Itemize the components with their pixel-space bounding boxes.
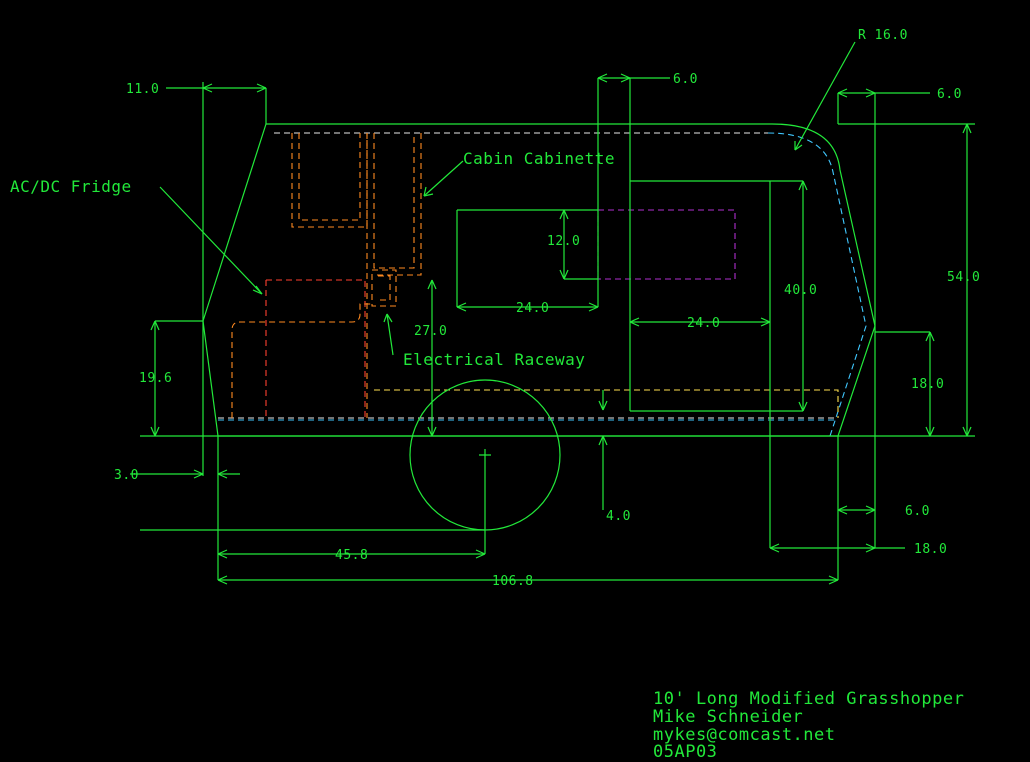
cabinet-upper-inner [298,133,361,221]
fridge-counter [231,303,372,418]
label-raceway: Electrical Raceway [403,350,585,369]
dim-27: 27.0 [414,324,447,339]
raceway-box [371,269,397,307]
dim-4: 4.0 [606,509,631,524]
dim-18-right: 18.0 [911,377,944,392]
inner-wall-white [218,132,838,419]
fridge-outline [265,279,366,418]
dimension-lines [130,77,975,581]
dim-54: 54.0 [947,270,980,285]
dim-24-left: 24.0 [516,301,549,316]
dim-12: 12.0 [547,234,580,249]
mattress-outline [597,209,736,280]
dim-106-8: 106.8 [492,574,534,589]
dim-19-6: 19.6 [139,371,172,386]
label-fridge: AC/DC Fridge [10,177,132,196]
dim-6-top-mid: 6.0 [673,72,698,87]
trailer-outline [202,123,876,437]
dimension-arrowheads [150,73,972,585]
wheel-center-mark [479,449,491,530]
dim-6-top-right: 6.0 [937,87,962,102]
electrical-raceway [374,389,839,418]
title-line-2: Mike Schneider [653,707,803,727]
dim-6-bottom: 6.0 [905,504,930,519]
callout-leaders [159,41,856,356]
inner-wall-cyan [218,132,867,437]
dim-40: 40.0 [784,283,817,298]
cabinet-upper [291,133,368,228]
cabinet-tall [366,133,422,418]
dim-45-8: 45.8 [335,548,368,563]
title-line-3: mykes@comcast.net [653,725,836,745]
dim-11: 11.0 [126,82,159,97]
title-line-4: 05AP03 [653,742,717,762]
dim-3: 3.0 [114,468,139,483]
dim-18-bottom: 18.0 [914,542,947,557]
title-line-1: 10' Long Modified Grasshopper [653,689,964,709]
dim-24-right: 24.0 [687,316,720,331]
label-cabinette: Cabin Cabinette [463,149,615,168]
dim-radius: R 16.0 [858,28,908,43]
callout-arrowheads [252,141,803,323]
